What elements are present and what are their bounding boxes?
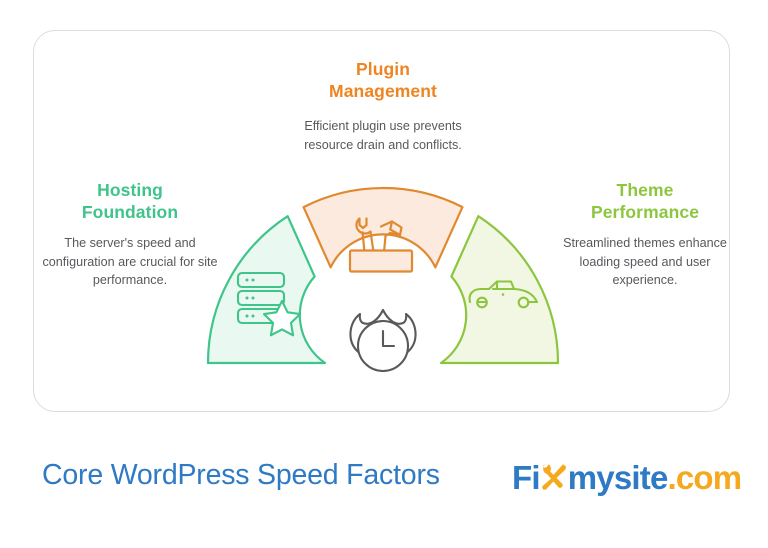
sports-car-icon xyxy=(468,280,539,309)
wrench-screwdriver-x-icon xyxy=(541,464,566,490)
logo-text-part3: .com xyxy=(667,458,743,496)
wedge-shape-plugin xyxy=(302,187,464,269)
section-title-line1: Hosting xyxy=(97,180,163,200)
wedge-hosting-foundation[interactable] xyxy=(206,215,327,365)
section-title-hosting-foundation: Hosting Foundation xyxy=(33,179,227,223)
page-title: Core WordPress Speed Factors xyxy=(42,459,440,491)
section-title-line2: Foundation xyxy=(81,202,179,222)
section-title-line1: Theme xyxy=(616,180,674,200)
wedge-shape-hosting xyxy=(206,215,327,365)
fixmysite-logo[interactable]: Fi mysite .com xyxy=(512,455,743,499)
section-title-line1: Plugin xyxy=(355,59,411,79)
section-title-theme-performance: Theme Performance xyxy=(548,179,742,223)
logo-text-part2: mysite xyxy=(567,458,669,496)
section-title-line2: Performance xyxy=(590,202,700,222)
section-description-plugin-management: Efficient plugin use prevents resource d… xyxy=(304,119,462,152)
section-description-hosting-foundation: The server's speed and configuration are… xyxy=(42,236,218,287)
wedge-plugin-management[interactable] xyxy=(302,187,464,273)
logo-text-part1: Fi xyxy=(512,458,541,496)
section-title-line2: Management xyxy=(329,81,437,101)
wedge-theme-performance[interactable] xyxy=(439,215,560,365)
server-star-icon xyxy=(236,271,302,337)
clock-hands xyxy=(381,329,396,348)
toolbox-icon xyxy=(348,217,414,273)
section-description-theme-performance: Streamlined themes enhance loading speed… xyxy=(563,236,727,287)
flame-clock-icon xyxy=(349,308,417,373)
section-title-plugin-management: Plugin Management xyxy=(283,58,483,102)
semicircle-fan-diagram xyxy=(206,187,560,373)
